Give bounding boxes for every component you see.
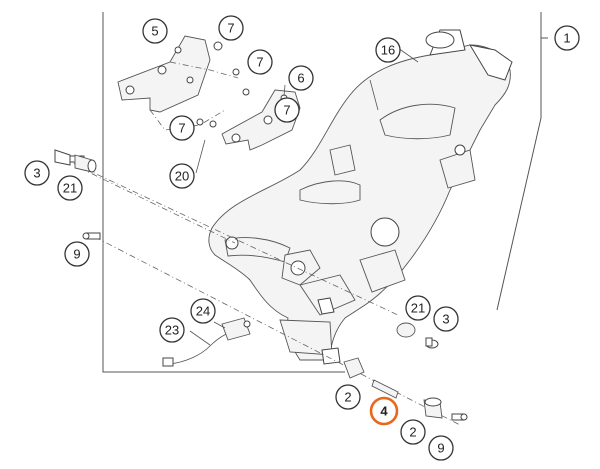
- callout-5: 5: [142, 18, 168, 44]
- svg-text:3: 3: [33, 166, 40, 181]
- left-hardware: [54, 149, 101, 240]
- svg-text:23: 23: [165, 323, 179, 338]
- sensor-cable: [162, 317, 251, 367]
- svg-text:20: 20: [175, 169, 189, 184]
- svg-text:3: 3: [442, 312, 449, 327]
- svg-text:7: 7: [283, 103, 290, 118]
- callout-7a: 7: [218, 15, 244, 41]
- callout-4-highlighted: 4: [369, 396, 399, 426]
- callout-3b: 3: [433, 306, 459, 332]
- callout-3a: 3: [24, 160, 50, 186]
- callout-2a: 2: [335, 384, 361, 410]
- svg-text:1: 1: [563, 31, 570, 46]
- callout-21b: 21: [405, 295, 431, 321]
- svg-text:2: 2: [409, 425, 416, 440]
- callout-24: 24: [190, 298, 216, 324]
- axle-centerlines: [61, 157, 461, 426]
- callout-6: 6: [288, 65, 314, 91]
- callout-7c: 7: [169, 115, 195, 141]
- bracket-bolts: [196, 41, 250, 128]
- svg-text:7: 7: [227, 21, 234, 36]
- svg-text:4: 4: [380, 404, 388, 419]
- svg-text:16: 16: [381, 43, 395, 58]
- assembly-bracket: [102, 12, 548, 373]
- main-frame: [208, 29, 513, 365]
- svg-text:7: 7: [256, 55, 263, 70]
- svg-text:6: 6: [297, 71, 304, 86]
- svg-text:24: 24: [196, 304, 210, 319]
- callout-9b: 9: [428, 435, 454, 461]
- callout-16: 16: [375, 37, 401, 63]
- bracket-plate-left: [117, 35, 211, 113]
- svg-text:2: 2: [344, 390, 351, 405]
- callout-2b: 2: [400, 419, 426, 445]
- svg-text:5: 5: [151, 24, 158, 39]
- callout-21a: 21: [57, 175, 83, 201]
- callout-9a: 9: [64, 241, 90, 267]
- svg-text:9: 9: [73, 247, 80, 262]
- svg-text:7: 7: [178, 121, 185, 136]
- callout-1: 1: [554, 25, 580, 51]
- right-hardware: [343, 322, 468, 421]
- callout-20: 20: [169, 163, 195, 189]
- callout-7b: 7: [247, 49, 273, 75]
- callout-leaders: [195, 47, 419, 174]
- callout-23: 23: [159, 317, 185, 343]
- svg-text:9: 9: [437, 441, 444, 456]
- callout-7d: 7: [274, 97, 300, 123]
- svg-text:21: 21: [411, 301, 425, 316]
- svg-text:21: 21: [63, 181, 77, 196]
